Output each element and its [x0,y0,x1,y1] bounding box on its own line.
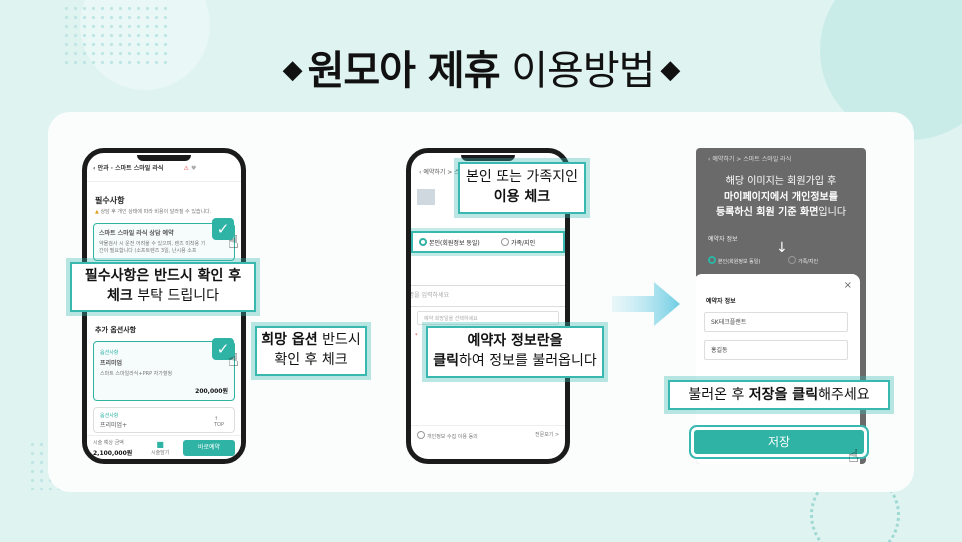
consent-checkbox-icon [417,431,425,439]
item1-desc: 약물검사 시 운전 어려울 수 있으며, 렌즈 미착용 기간이 필요합니다 (소… [99,241,206,254]
title-bold: 원모아 제휴 [307,48,501,94]
down-arrow-icon: ↓ [776,240,788,256]
callout-self-or-family: 본인 또는 가족지인 이용 체크 [458,162,586,214]
cart-button[interactable]: ■시술담기 [151,440,170,456]
opt2-tag: 옵션사항 [100,413,119,419]
required-item-card[interactable]: 스마트 스마일 라식 상담 예약 약물검사 시 운전 어려울 수 있으며, 렌즈… [93,223,235,261]
pointer-hand-icon: ☝ [848,446,859,467]
divider [411,425,565,426]
item1-title: 스마트 스마일 라식 상담 예약 [99,230,174,237]
radio-self[interactable]: 본인(회원정보 동일) [419,238,480,247]
header-bar: ‹ 예약하기 > 스마트 스마일 라식 [708,156,792,163]
total-label: 시술 예상 금액 [93,440,124,446]
radio-family[interactable]: 가족/지인 [788,256,818,265]
warning-text: ▲ 상담 후 개인 상태에 따라 비용이 달라질 수 있습니다. [95,209,212,215]
diamond-icon: ◆ [660,55,680,85]
opt1-name: 프리미엄 [100,360,123,367]
alarm-icon[interactable]: ⚠ [183,165,189,172]
heart-icon[interactable]: ♥ [191,165,197,172]
close-icon[interactable]: × [843,280,852,291]
top-button[interactable]: ↑TOP [213,416,224,428]
company-field[interactable]: SK테크플랜트 [704,312,848,332]
header-title: 안과 · 스마트 스마일 라식 [97,165,164,172]
divider [87,181,241,182]
reserve-button[interactable]: 바로예약 [183,440,235,456]
bottom-bar: 시술 예상 금액 2,100,000원 ■시술담기 바로예약 [87,435,241,459]
radio-family[interactable]: 가족/지인 [501,238,535,247]
opt1-tag: 옵션사항 [100,350,119,356]
decor-dots-top-left [62,4,172,64]
back-icon[interactable]: ‹ [708,156,713,163]
sheet-title: 예약자 정보 [706,298,736,305]
pointer-hand-icon: ☝ [228,350,239,371]
callout-required-check: 필수사항은 반드시 확인 후 체크 부탁 드립니다 [70,262,256,312]
callout-reserver-info: 예약자 정보란을 클릭하여 정보를 불러옵니다 [426,326,604,378]
radio-checked-icon [708,256,716,264]
name-field[interactable]: 홍길동 [704,340,848,360]
section-options: 추가 옵션사항 [95,326,137,334]
required-mark: * [415,333,418,339]
radio-self[interactable]: 본인(회원정보 동일) [708,256,760,265]
section-reserver: 예약자 정보 [708,236,738,243]
radio-unchecked-icon [501,238,509,246]
diamond-icon: ◆ [282,55,303,85]
opt1-price: 200,000원 [195,388,228,395]
check-icon[interactable]: ✓ [212,338,234,360]
phone-notch [137,155,191,161]
section-required: 필수사항 [95,196,125,205]
reserver-input[interactable]: 예약자명을 입력하세요 [411,285,565,307]
phone-step3: ‹ 예약하기 > 스마트 스마일 라식 해당 이미지는 회원가입 후 마이페이지… [696,148,866,464]
page-title: ◆원모아 제휴 이용방법◆ [0,38,962,96]
total-price: 2,100,000원 [93,450,133,457]
check-icon[interactable]: ✓ [212,218,234,240]
callout-save: 불러온 후 저장을 클릭해주세요 [668,380,890,410]
opt2-name: 프리미엄+ [100,422,128,429]
consent-link[interactable]: 전문보기 > [535,432,560,438]
next-step-arrow-icon [612,282,680,326]
radio-group: 본인(회원정보 동일) 가족/지인 [411,231,565,253]
radio-unchecked-icon [788,256,796,264]
back-icon[interactable]: ‹ [93,165,96,172]
save-button[interactable]: 저장 [694,430,864,454]
pointer-hand-icon: ☝ [228,232,239,253]
opt1-desc: 스마트 스마일라식+PRP 자가혈청 [100,371,173,377]
bag-icon: ■ [156,440,164,449]
title-rest: 이용방법 [511,48,655,94]
warning-icon: ▲ [95,209,99,215]
overlay-notice: 해당 이미지는 회원가입 후 마이페이지에서 개인정보를 등록하신 회원 기준 … [715,176,847,218]
header-bar: ‹ 안과 · 스마트 스마일 라식 ⚠ ♥ [93,163,241,172]
callout-option-check: 희망 옵션 반드시 확인 후 체크 [255,326,367,376]
option-card-2[interactable]: 옵션사항 프리미엄+ ↑TOP [93,407,235,433]
date-input[interactable]: 예약 희망일을 선택하세요 [417,311,559,325]
radio-checked-icon [419,238,427,246]
phone-notch [461,155,515,161]
back-icon[interactable]: ‹ [419,169,424,176]
option-card-1[interactable]: 옵션사항 프리미엄 스마트 스마일라식+PRP 자가혈청 200,000원 [93,341,235,401]
thumbnail-image [417,189,435,205]
consent-row[interactable]: 개인정보 수집 이용 동의 [417,431,478,440]
